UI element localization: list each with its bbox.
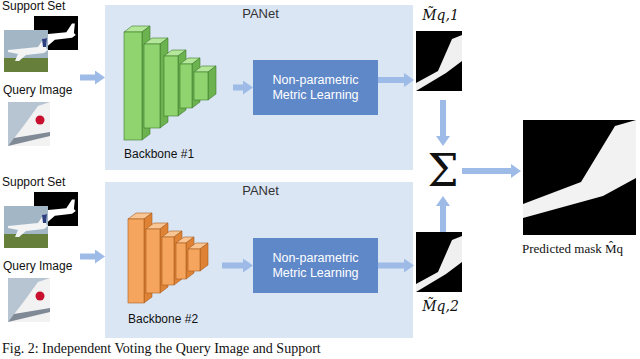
layer-front xyxy=(180,64,192,108)
node-drawing xyxy=(118,22,233,165)
layer-side xyxy=(200,243,208,271)
node-label: PANet xyxy=(105,7,416,22)
flow-arrow xyxy=(378,263,404,269)
airplane-tail xyxy=(8,102,50,146)
photo-sky xyxy=(4,206,48,248)
airplane-tail xyxy=(42,38,47,47)
layer-front xyxy=(176,243,186,279)
layer-front xyxy=(164,56,178,116)
mask-image xyxy=(416,31,462,91)
node-label: M̃q,1 xyxy=(414,7,467,23)
node-label: Predicted mask M̂q xyxy=(522,242,623,257)
mask-ground xyxy=(416,232,462,292)
node-label: Query Image xyxy=(3,260,72,274)
flow-arrow xyxy=(80,254,95,260)
photo-sky xyxy=(8,278,50,322)
final-mask-image: Predicted mask M̂q xyxy=(521,118,638,268)
layer-front xyxy=(144,44,160,128)
photo-ground xyxy=(4,234,48,248)
figure-caption: Fig. 2: Independent Voting the Query Ima… xyxy=(2,341,321,357)
airplane-silhouette xyxy=(416,236,462,292)
mask-image xyxy=(416,232,462,292)
mask-image xyxy=(523,120,636,235)
airplane-tail xyxy=(8,278,50,322)
node-drawing xyxy=(2,176,80,331)
support-photo xyxy=(4,30,48,72)
mask-ground xyxy=(416,31,462,91)
backbone-network: Backbone #1 xyxy=(118,22,233,165)
query-photo xyxy=(8,102,50,146)
layer-front xyxy=(194,72,208,100)
sum-symbol: Σ xyxy=(424,146,462,196)
network-layer xyxy=(194,66,216,100)
layer-front xyxy=(128,219,144,303)
box-fill xyxy=(253,60,378,115)
layer-front xyxy=(124,32,142,140)
tail-stripe xyxy=(8,132,50,146)
airplane-silhouette xyxy=(416,35,462,91)
input-images: Support SetQuery Image xyxy=(2,176,80,331)
layer-front xyxy=(146,229,160,293)
panet-panel: PANetBackbone #2 Non-parametric Metric Le… xyxy=(105,182,416,338)
metric-learning-box: Non-parametric Metric Learning xyxy=(253,60,378,115)
node-label: PANet xyxy=(105,184,416,199)
panel-background xyxy=(105,182,413,338)
photo-ground xyxy=(4,58,48,72)
node-label: Support Set xyxy=(2,176,65,190)
mask-ground xyxy=(523,120,636,235)
node-label: M̃q,2 xyxy=(414,298,467,314)
node-label: Support Set xyxy=(2,0,65,14)
node-label: Backbone #2 xyxy=(128,313,198,327)
node-drawing xyxy=(122,205,222,330)
airplane-silhouette xyxy=(8,38,48,61)
photo-sky xyxy=(4,30,48,72)
flow-arrow xyxy=(462,168,511,174)
query-photo xyxy=(8,278,50,322)
tail-stripe xyxy=(8,308,50,322)
predicted-mask-image: M̃q,1 xyxy=(414,5,467,100)
flow-arrow xyxy=(222,263,243,269)
node-label: Σ xyxy=(424,149,462,193)
flow-arrow xyxy=(233,85,243,91)
panet-panel: PANetBackbone #1 Non-parametric Metric Le… xyxy=(105,5,416,170)
airplane-silhouette xyxy=(8,214,48,237)
backbone-network: Backbone #2 xyxy=(122,205,222,330)
photo-sky xyxy=(8,102,50,146)
node-label: Non-parametric Metric Learning xyxy=(257,251,374,280)
predicted-mask-image: M̃q,2 xyxy=(414,232,467,328)
node-drawing xyxy=(2,0,80,150)
node-label: Backbone #1 xyxy=(124,148,194,162)
layer-front xyxy=(188,249,200,271)
layer-front xyxy=(162,237,174,285)
panel-background xyxy=(105,5,413,170)
airplane-tail xyxy=(523,120,636,218)
box-fill xyxy=(253,238,378,293)
support-photo xyxy=(4,206,48,248)
airplane-tail xyxy=(42,214,47,223)
maple-leaf xyxy=(36,292,45,301)
metric-learning-box: Non-parametric Metric Learning xyxy=(253,238,378,293)
maple-leaf xyxy=(36,116,45,125)
layer-side xyxy=(208,66,216,100)
flow-arrow xyxy=(80,75,95,81)
node-label: Non-parametric Metric Learning xyxy=(257,73,374,102)
network-layer xyxy=(188,243,208,271)
flow-arrow xyxy=(440,206,446,232)
flow-arrow xyxy=(440,100,446,136)
node-label: Query Image xyxy=(3,84,72,98)
input-images: Support SetQuery Image xyxy=(2,0,80,150)
flow-arrow xyxy=(378,77,404,83)
